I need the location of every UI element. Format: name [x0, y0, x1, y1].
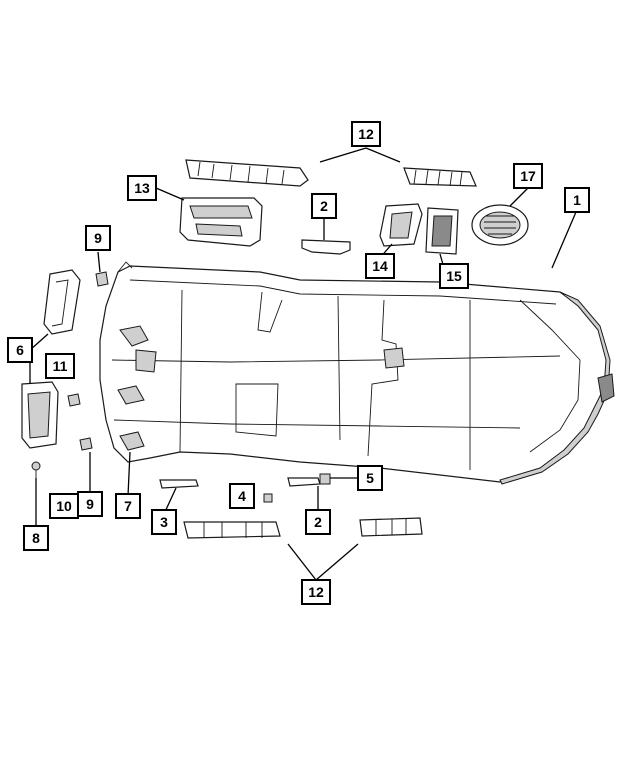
- callout-11-label: 11: [53, 358, 68, 374]
- overhead-console: [179, 197, 263, 247]
- grab-handle-top: [301, 239, 351, 255]
- callout-9-bottom: 9: [77, 491, 103, 517]
- callout-7-label: 7: [124, 498, 132, 514]
- leader-lines: [29, 147, 577, 581]
- callout-15-label: 15: [446, 268, 462, 284]
- callout-12-top: 12: [351, 121, 381, 147]
- clip-4: [263, 493, 273, 503]
- callout-12-top-label: 12: [358, 126, 374, 142]
- callout-15: 15: [439, 263, 469, 289]
- callout-4: 4: [229, 483, 255, 509]
- callout-5: 5: [357, 465, 383, 491]
- dome-lamp-frame: [379, 203, 423, 247]
- callout-9-top: 9: [85, 225, 111, 251]
- callout-14: 14: [365, 253, 395, 279]
- callout-6: 6: [7, 337, 33, 363]
- callout-13: 13: [127, 175, 157, 201]
- callout-13-label: 13: [134, 180, 150, 196]
- headliner-panel: [99, 261, 615, 485]
- callout-4-label: 4: [238, 488, 246, 504]
- callout-7: 7: [115, 493, 141, 519]
- callout-8: 8: [23, 525, 49, 551]
- callout-12-bottom-label: 12: [308, 584, 324, 600]
- callout-8-label: 8: [32, 530, 40, 546]
- callout-1: 1: [564, 187, 590, 213]
- callout-9-bottom-label: 9: [86, 496, 94, 512]
- dome-lamp-lens: [425, 207, 459, 255]
- clip-top: [95, 271, 109, 287]
- clip-5: [319, 473, 331, 485]
- clip-11: [67, 393, 81, 407]
- callout-2-top-label: 2: [320, 198, 328, 214]
- callout-17-label: 17: [520, 168, 536, 184]
- sun-visor-lower: [21, 381, 59, 449]
- callout-11: 11: [45, 353, 75, 379]
- callout-2-bottom-label: 2: [314, 514, 322, 530]
- bracket-bottom-right: [359, 517, 423, 537]
- clip-lower: [79, 437, 93, 451]
- callout-5-label: 5: [366, 470, 374, 486]
- callout-17: 17: [513, 163, 543, 189]
- callout-1-label: 1: [573, 192, 581, 208]
- callout-10: 10: [49, 493, 79, 519]
- callout-12-bottom: 12: [301, 579, 331, 605]
- grab-handle-3: [159, 479, 199, 489]
- callout-6-label: 6: [16, 342, 24, 358]
- callout-3-label: 3: [160, 514, 168, 530]
- callout-2-top: 2: [311, 193, 337, 219]
- screw: [31, 461, 41, 478]
- bracket-bottom-left: [183, 521, 281, 539]
- round-vent: [471, 204, 529, 246]
- bracket-top-left: [185, 159, 309, 187]
- bracket-top-right: [403, 167, 477, 187]
- callout-2-bottom: 2: [305, 509, 331, 535]
- sun-visor-upper: [43, 269, 81, 335]
- grab-handle-2-bottom: [287, 477, 321, 487]
- callout-3: 3: [151, 509, 177, 535]
- callout-10-label: 10: [56, 498, 72, 514]
- callout-9-top-label: 9: [94, 230, 102, 246]
- callout-14-label: 14: [372, 258, 388, 274]
